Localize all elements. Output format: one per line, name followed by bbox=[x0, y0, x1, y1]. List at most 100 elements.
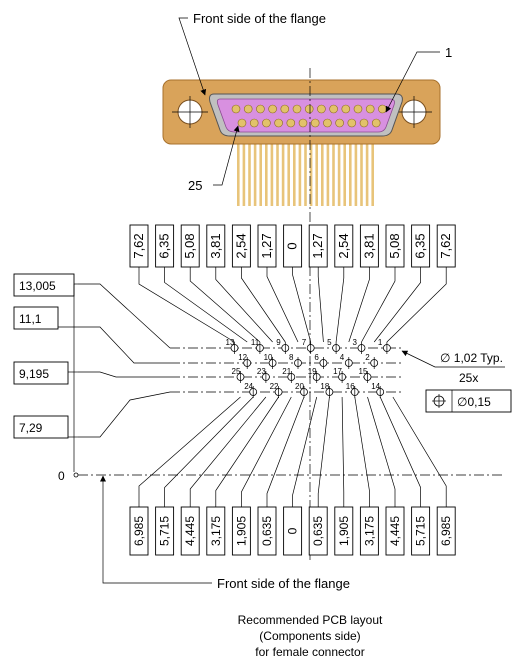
contact bbox=[365, 104, 375, 114]
contact bbox=[262, 118, 271, 128]
hole-diameter-text: ∅ 1,02 Typ. bbox=[440, 351, 503, 365]
contact bbox=[359, 118, 369, 128]
dimension-leaders bbox=[78, 267, 447, 507]
pcb-pin bbox=[326, 140, 330, 206]
dimension-label: 6,35 bbox=[413, 233, 428, 258]
pin-number: 1 bbox=[378, 338, 383, 347]
origin-label: 0 bbox=[58, 469, 65, 483]
pcb-pin bbox=[315, 140, 318, 206]
contact bbox=[378, 104, 387, 114]
pin-number: 22 bbox=[270, 382, 279, 391]
dimension-label: 5,08 bbox=[182, 233, 197, 258]
contact bbox=[298, 118, 308, 128]
dimension-label: 2,54 bbox=[233, 233, 248, 258]
dimension-label: 6,985 bbox=[439, 516, 453, 546]
pin-number: 11 bbox=[251, 338, 260, 347]
left-dimension-label: 9,195 bbox=[19, 367, 49, 381]
pcb-pin bbox=[332, 140, 335, 206]
pcb-pin bbox=[343, 140, 346, 206]
pin-number: 2 bbox=[365, 353, 370, 362]
dimension-label: 3,175 bbox=[362, 516, 376, 546]
contact bbox=[310, 118, 320, 128]
pcb-pin bbox=[259, 140, 262, 206]
pin-number: 6 bbox=[314, 353, 319, 362]
pcb-pin bbox=[242, 140, 246, 206]
dimension-label: 1,905 bbox=[337, 516, 351, 546]
contact bbox=[304, 104, 314, 114]
left-dimension-label: 7,29 bbox=[19, 421, 43, 435]
contact bbox=[268, 104, 277, 114]
hole-count-text: 25x bbox=[459, 371, 478, 385]
callout-front-side-bottom: Front side of the flange bbox=[217, 576, 350, 591]
dimension-label: 7,62 bbox=[438, 233, 453, 258]
contact bbox=[323, 118, 332, 128]
pin-number: 25 bbox=[232, 367, 241, 376]
insulator bbox=[216, 98, 395, 133]
pin-number: 4 bbox=[340, 353, 345, 362]
pin-number: 21 bbox=[282, 367, 291, 376]
pin-number: 7 bbox=[302, 338, 307, 347]
pin-number: 9 bbox=[276, 338, 281, 347]
dimension-label: 3,81 bbox=[208, 233, 223, 258]
caption-line-1: Recommended PCB layout bbox=[238, 613, 383, 627]
contact bbox=[256, 104, 265, 114]
dimension-label: 1,27 bbox=[259, 233, 274, 258]
contacts bbox=[231, 104, 387, 128]
pcb-pin bbox=[270, 140, 274, 206]
callout-pin-25: 25 bbox=[188, 178, 202, 193]
contact bbox=[231, 104, 241, 114]
pcb-pin bbox=[309, 140, 313, 206]
dimension-label: 4,445 bbox=[388, 516, 402, 546]
tolerance-text: ∅0,15 bbox=[457, 395, 491, 409]
pin-number: 14 bbox=[371, 382, 380, 391]
contact bbox=[371, 118, 381, 128]
dimension-label: 5,715 bbox=[158, 516, 172, 546]
dimension-label: 2,54 bbox=[336, 233, 351, 258]
pcb-pin bbox=[365, 140, 369, 206]
pin-number: 19 bbox=[308, 367, 317, 376]
caption-line-2: (Components side) bbox=[259, 629, 360, 643]
contact bbox=[353, 104, 363, 114]
pcb-pin bbox=[321, 140, 324, 206]
contact bbox=[280, 104, 290, 114]
contact bbox=[335, 118, 344, 128]
position-tolerance-frame: ∅0,15 bbox=[425, 389, 512, 413]
left-dimension-box bbox=[13, 306, 59, 330]
pcb-pin bbox=[298, 140, 302, 206]
pcb-pins bbox=[237, 140, 374, 206]
pin-number: 3 bbox=[353, 338, 358, 347]
pcb-pin bbox=[237, 140, 240, 206]
left-dimension-label: 11,1 bbox=[19, 312, 42, 326]
origin-marker bbox=[73, 472, 79, 478]
pin-number: 10 bbox=[264, 353, 273, 362]
dimension-label: 6,985 bbox=[132, 516, 146, 546]
dimension-label: 5,715 bbox=[414, 516, 428, 546]
pcb-pin bbox=[371, 140, 374, 206]
dimension-label: 7,62 bbox=[131, 233, 146, 258]
dimension-label: 0 bbox=[286, 527, 300, 534]
pin-number: 20 bbox=[295, 382, 304, 391]
dimension-label: 0,635 bbox=[311, 516, 325, 546]
pin-number: 15 bbox=[359, 367, 368, 376]
pcb-pin bbox=[281, 140, 285, 206]
dimension-label: 5,08 bbox=[387, 233, 402, 258]
pcb-pin bbox=[354, 140, 358, 206]
contact bbox=[249, 118, 259, 128]
pin-number: 23 bbox=[257, 367, 266, 376]
contact bbox=[317, 104, 326, 114]
callout-pin-1: 1 bbox=[445, 45, 452, 60]
contact bbox=[329, 104, 338, 114]
contact bbox=[347, 118, 357, 128]
contact bbox=[274, 118, 283, 128]
pin-number: 18 bbox=[320, 382, 329, 391]
pcb-pin bbox=[287, 140, 290, 206]
pcb-pin bbox=[293, 140, 296, 206]
contact bbox=[292, 104, 302, 114]
pcb-pin bbox=[253, 140, 257, 206]
pin-number: 24 bbox=[244, 382, 253, 391]
pin-number: 12 bbox=[238, 353, 247, 362]
